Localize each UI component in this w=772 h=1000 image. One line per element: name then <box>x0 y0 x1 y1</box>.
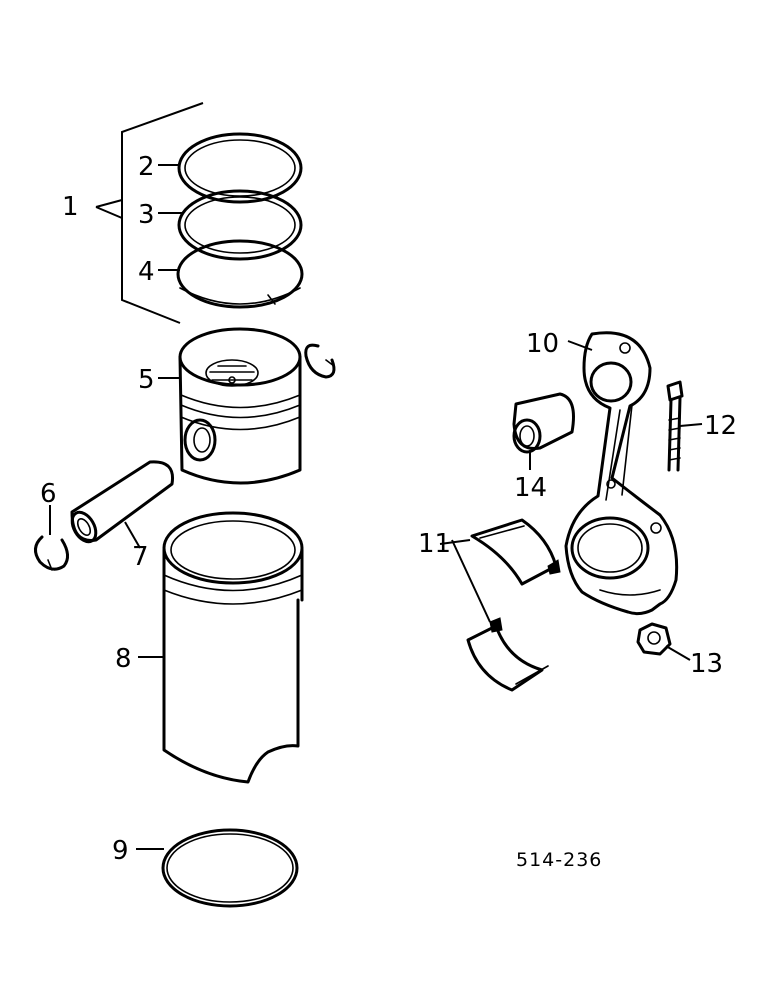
cylinder-liner <box>162 511 304 784</box>
callout-8: 8 <box>115 644 132 674</box>
bearing-shell-upper <box>470 518 561 586</box>
ring-set-bracket <box>95 102 204 324</box>
callout-6: 6 <box>40 479 57 509</box>
callout-7: 7 <box>132 542 149 572</box>
connecting-rod-nut <box>636 622 672 656</box>
callout-10: 10 <box>526 329 559 359</box>
callout-labels: 1 2 3 4 5 6 7 8 9 10 11 12 13 14 <box>40 152 737 866</box>
liner-o-ring <box>161 828 299 908</box>
connecting-rod-bolt <box>666 380 684 472</box>
callout-5: 5 <box>138 365 155 395</box>
callout-4: 4 <box>138 257 155 287</box>
drawing-number: 514-236 <box>516 849 602 871</box>
callout-9: 9 <box>112 836 129 866</box>
piston-pin <box>70 460 175 544</box>
piston-pin-circlip-right <box>304 343 336 379</box>
piston-ring-top <box>177 132 303 204</box>
piston-ring-oil-control <box>176 239 304 309</box>
callout-3: 3 <box>138 200 155 230</box>
callout-14: 14 <box>514 473 547 503</box>
small-end-bushing <box>512 392 575 454</box>
piston-ring-second <box>177 189 303 261</box>
callout-13: 13 <box>690 649 723 679</box>
bearing-shell-lower <box>466 617 549 692</box>
piston-pin-circlip <box>34 535 69 571</box>
callout-1: 1 <box>62 192 79 222</box>
callout-12: 12 <box>704 411 737 441</box>
callout-11: 11 <box>418 529 451 559</box>
callout-2: 2 <box>138 152 155 182</box>
piston <box>178 327 302 485</box>
connecting-rod <box>564 331 679 616</box>
leader-lines <box>49 164 703 850</box>
